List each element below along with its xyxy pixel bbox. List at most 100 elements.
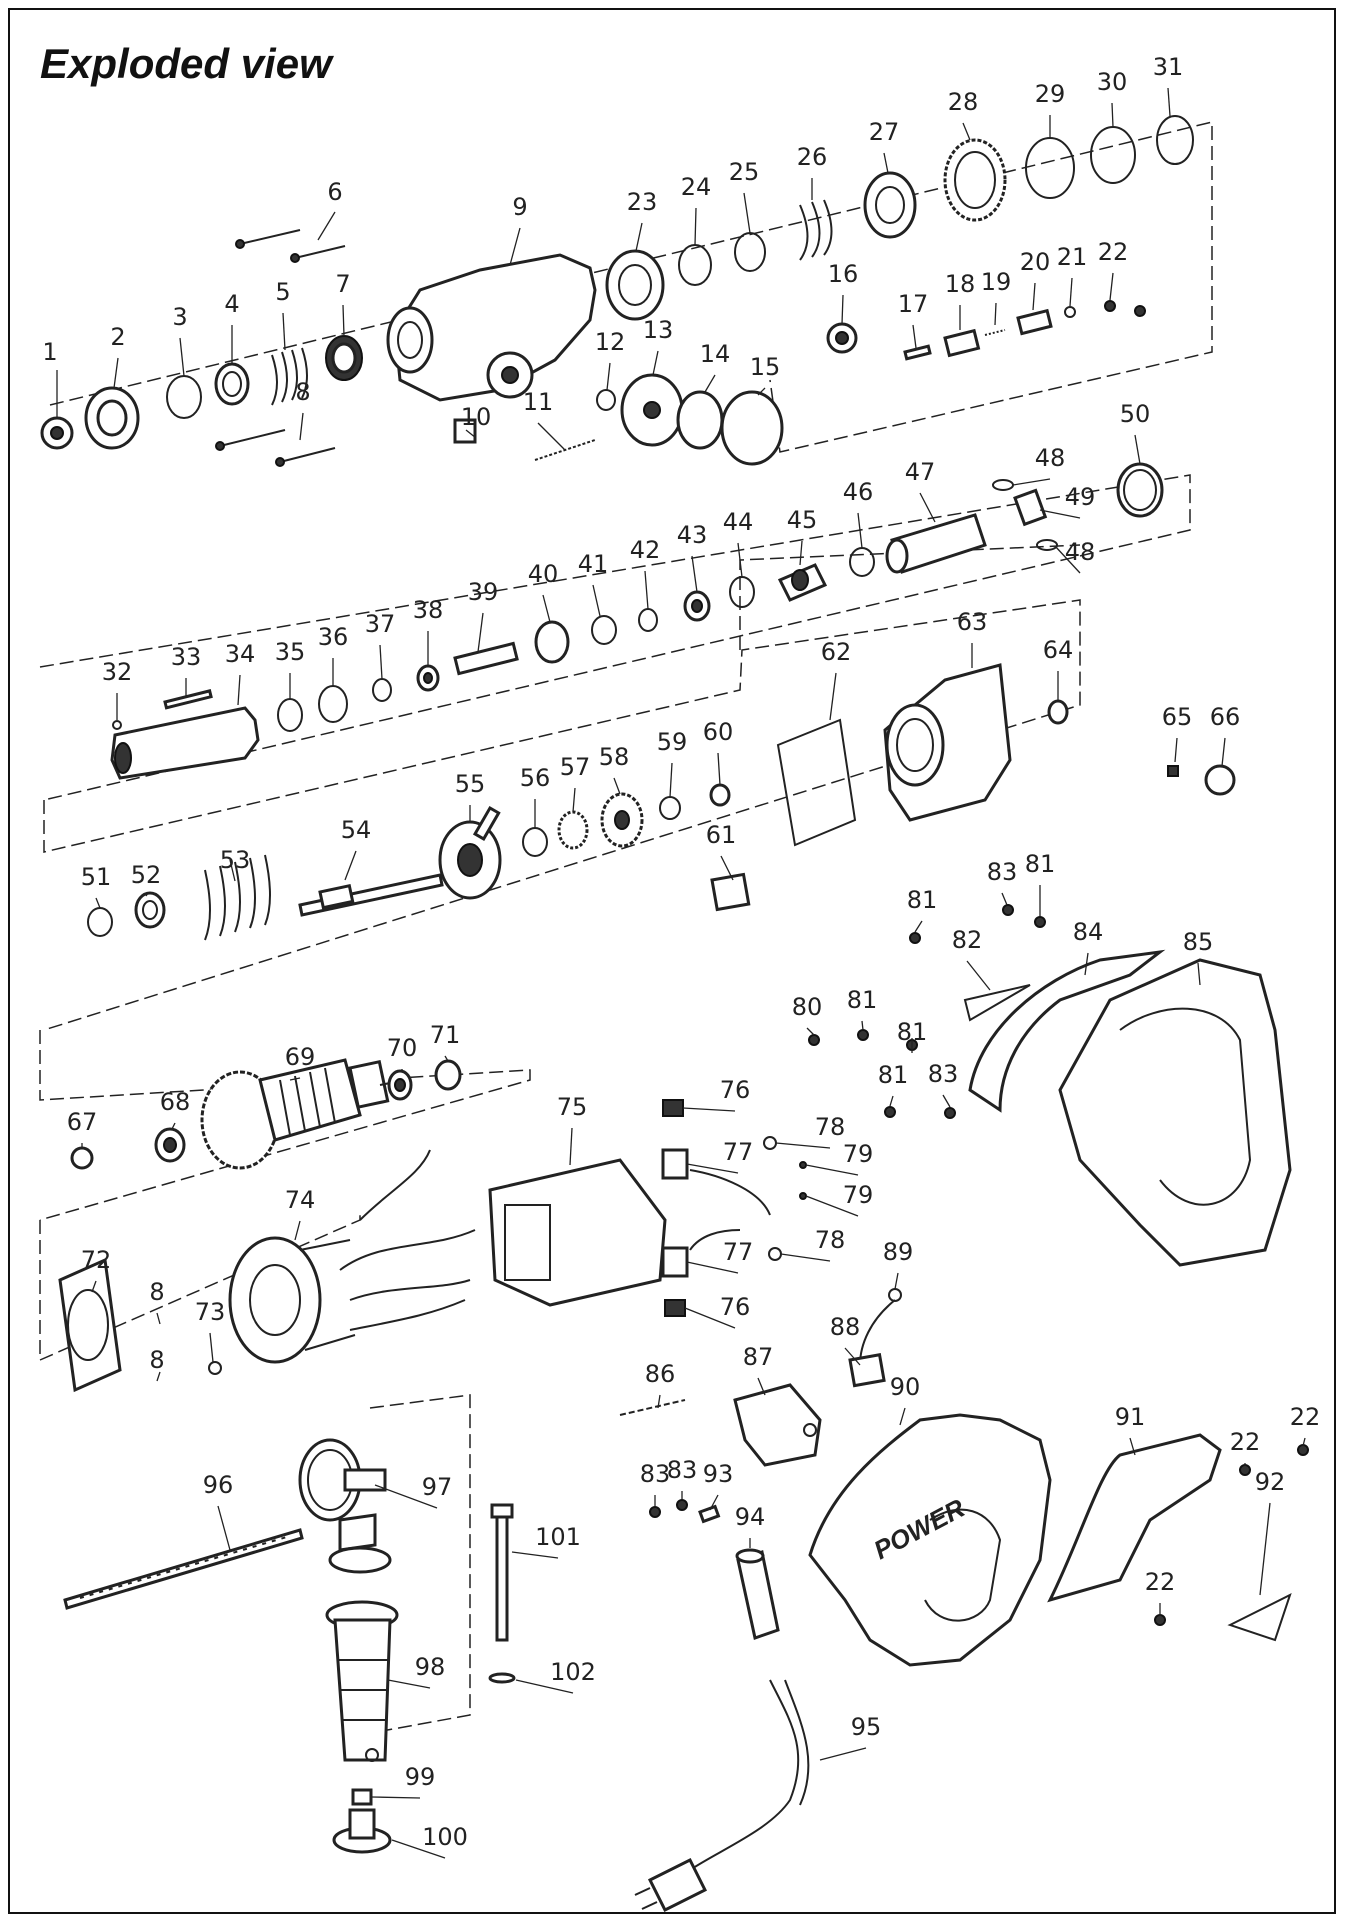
part-75-motor-housing [488, 1158, 667, 1307]
part-label-94: 94 [735, 1503, 766, 1531]
leader-line-48 [1012, 478, 1051, 486]
part-53-spring [204, 854, 271, 941]
part-label-92: 92 [1255, 1468, 1286, 1496]
part-37 [372, 678, 392, 702]
part-59 [659, 796, 681, 820]
part-97-clamp [298, 1438, 392, 1574]
part-label-97: 97 [422, 1473, 453, 1501]
leader-line-95 [819, 1747, 867, 1761]
part-39 [453, 641, 519, 676]
leader-line-10 [465, 429, 477, 439]
leader-line-12 [606, 362, 611, 391]
part-68-bearing [154, 1127, 186, 1163]
part-label-77: 77 [723, 1138, 754, 1166]
part-label-90: 90 [890, 1373, 921, 1401]
part-label-26: 26 [797, 143, 828, 171]
part-16 [826, 322, 858, 354]
screws-22-rear [1154, 1444, 1309, 1626]
part-41 [591, 615, 617, 645]
leader-line-81 [914, 920, 923, 933]
leader-line-96 [217, 1505, 231, 1551]
leader-line-75 [569, 1127, 573, 1166]
part-label-42: 42 [630, 536, 661, 564]
part-27 [863, 171, 917, 239]
part-label-20: 20 [1020, 248, 1051, 276]
part-label-46: 46 [843, 478, 874, 506]
page-title: Exploded view [40, 40, 332, 87]
part-label-80: 80 [792, 993, 823, 1021]
leader-line-13 [652, 350, 659, 376]
part-85-housing-half [1058, 958, 1292, 1267]
part-48-top [992, 479, 1014, 491]
part-label-81: 81 [907, 886, 938, 914]
part-label-30: 30 [1097, 68, 1128, 96]
part-84-cover [968, 949, 1166, 1113]
part-15 [720, 390, 784, 466]
part-group-gearing [87, 663, 1236, 941]
part-group-handle: POWER [619, 904, 1309, 1913]
leader-line-89 [894, 1272, 899, 1290]
leader-line-8 [156, 1312, 161, 1325]
leader-line-53 [229, 859, 236, 882]
part-label-11: 11 [523, 388, 554, 416]
leader-line-44 [737, 542, 743, 578]
part-label-75: 75 [557, 1093, 588, 1121]
part-18 [943, 328, 981, 358]
part-label-88: 88 [830, 1313, 861, 1341]
part-10 [453, 418, 477, 444]
part-35 [277, 698, 303, 732]
leader-line-65 [1174, 737, 1178, 763]
part-label-55: 55 [455, 770, 486, 798]
part-label-83: 83 [640, 1460, 671, 1488]
part-label-78: 78 [815, 1226, 846, 1254]
leader-line-41 [592, 584, 601, 617]
screws-6 [235, 229, 346, 263]
part-label-81: 81 [878, 1061, 909, 1089]
part-99-nut [351, 1788, 373, 1806]
part-54-shaft [298, 873, 444, 917]
part-51 [87, 907, 113, 937]
leader-line-6 [317, 211, 336, 241]
leader-line-39 [477, 612, 484, 653]
part-72-plate [58, 1257, 122, 1393]
part-label-28: 28 [948, 88, 979, 116]
part-label-101: 101 [535, 1523, 581, 1551]
leader-line-74 [294, 1220, 301, 1241]
part-label-86: 86 [645, 1360, 676, 1388]
part-label-96: 96 [203, 1471, 234, 1499]
part-7 [325, 335, 363, 381]
parts-83-93-small [649, 1499, 721, 1524]
part-28-gear-ring [943, 138, 1007, 222]
part-label-8: 8 [295, 378, 310, 406]
leader-line-30 [1111, 102, 1114, 128]
part-label-1: 1 [42, 338, 57, 366]
part-label-93: 93 [703, 1460, 734, 1488]
part-label-62: 62 [821, 638, 852, 666]
part-92 [1227, 1593, 1292, 1642]
part-30 [1090, 126, 1136, 184]
leader-line-90 [899, 1407, 906, 1426]
part-label-50: 50 [1120, 400, 1151, 428]
leader-line-79 [805, 1195, 859, 1217]
part-label-27: 27 [869, 118, 900, 146]
part-25 [734, 232, 766, 272]
leader-line-76 [684, 1307, 736, 1329]
part-label-70: 70 [387, 1034, 418, 1062]
leader-line-91 [1129, 1437, 1136, 1456]
part-label-83: 83 [928, 1060, 959, 1088]
leader-line-52 [145, 892, 149, 897]
part-label-66: 66 [1210, 703, 1241, 731]
part-55 [438, 805, 502, 900]
part-label-8: 8 [149, 1278, 164, 1306]
part-label-81: 81 [1025, 850, 1056, 878]
part-label-83: 83 [987, 858, 1018, 886]
leader-line-20 [1032, 282, 1036, 311]
part-65 [1167, 765, 1179, 777]
leader-line-66 [1221, 737, 1226, 767]
leader-line-2 [113, 357, 119, 389]
part-42 [638, 608, 658, 632]
part-label-60: 60 [703, 718, 734, 746]
leader-line-82 [966, 960, 991, 991]
part-label-7: 7 [335, 270, 350, 298]
